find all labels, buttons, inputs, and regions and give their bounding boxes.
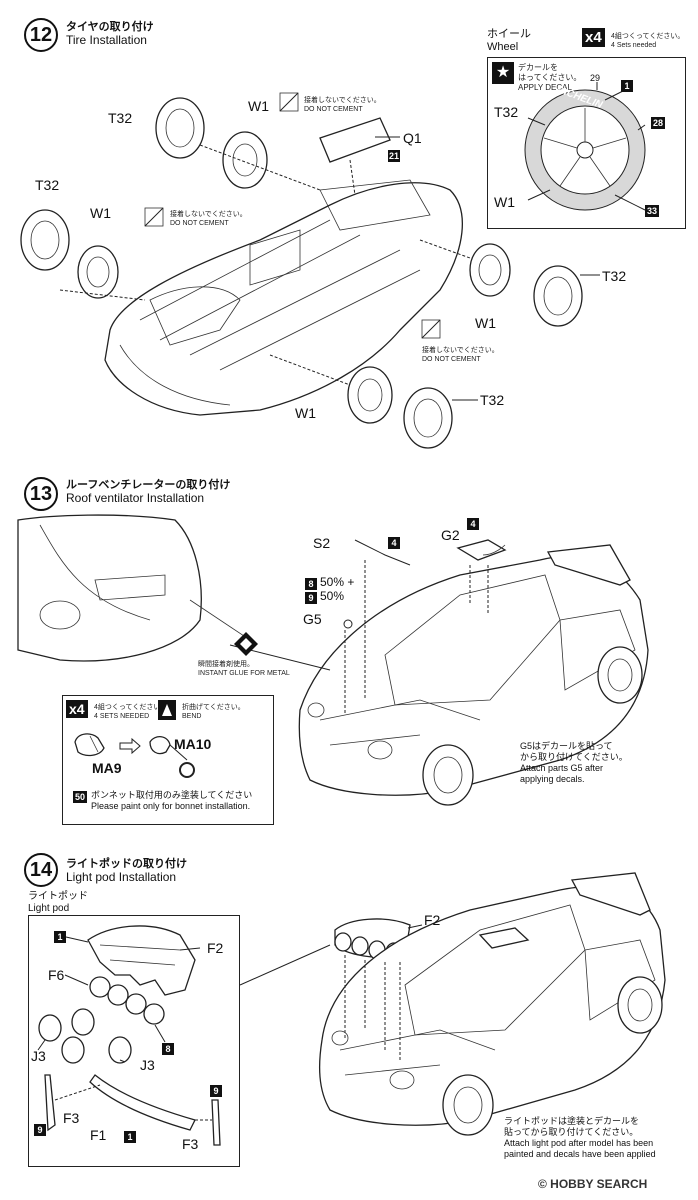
bend-note: 折曲げてください。BEND xyxy=(182,704,245,720)
label-w1-c: W1 xyxy=(475,315,496,331)
pod-label-f3b: F3 xyxy=(182,1136,199,1152)
pod-label-f6: F6 xyxy=(48,967,65,983)
label-ma9: MA9 xyxy=(92,760,122,776)
label-t32-b: T32 xyxy=(35,177,60,193)
wheel-label-1: 1 xyxy=(621,80,633,92)
wheel-label-28: 28 xyxy=(651,117,665,129)
step-12-title-en: Tire Installation xyxy=(66,33,147,47)
label-q1: Q1 xyxy=(403,130,422,146)
wheel-label-w1: W1 xyxy=(494,194,515,210)
wheel-label-t32: T32 xyxy=(494,104,519,120)
label-s2: S2 xyxy=(313,535,331,551)
hobby-search-watermark: © HOBBY SEARCH xyxy=(538,1177,648,1191)
label-ma10: MA10 xyxy=(174,736,212,752)
label-8-percent: 50% + xyxy=(320,575,355,589)
label-g5: G5 xyxy=(303,611,322,627)
step-12-number: 12 xyxy=(24,18,58,52)
pod-label-1b: 1 xyxy=(124,1131,136,1143)
label-g2: G2 xyxy=(441,527,460,543)
label-t32-d: T32 xyxy=(480,392,505,408)
label-4b: 4 xyxy=(467,518,479,530)
clip-qty-badge: x4 xyxy=(66,700,88,718)
step-12-title-jp: タイヤの取り付け xyxy=(66,21,154,33)
step-14-title-jp: ライトポッドの取り付け xyxy=(66,858,187,870)
wheel-qty-badge: x4 xyxy=(582,28,605,47)
label-w1-b: W1 xyxy=(90,205,111,221)
no-cement-note-2: 接着しないでください。DO NOT CEMENT xyxy=(170,211,247,227)
label-w1-a: W1 xyxy=(248,98,269,114)
label-t32-a: T32 xyxy=(108,110,133,126)
no-cement-note-1: 接着しないでください。DO NOT CEMENT xyxy=(304,97,381,113)
wheel-label-29: 29 xyxy=(590,73,601,83)
pod-label-9b: 9 xyxy=(210,1085,222,1097)
star-icon: ★ xyxy=(492,62,514,84)
label-21: 21 xyxy=(388,150,400,162)
part-q1 xyxy=(319,117,391,163)
step-13-title-jp: ルーフベンチレーターの取り付け xyxy=(66,479,231,491)
step-14-number: 14 xyxy=(24,853,58,887)
label-w1-d: W1 xyxy=(295,405,316,421)
pod-label-f3a: F3 xyxy=(63,1110,80,1126)
label-t32-c: T32 xyxy=(602,268,627,284)
step-14-title-en: Light pod Installation xyxy=(66,870,177,884)
label-9-percent: 50% xyxy=(320,589,345,603)
clip-qty-note: 4組つくってください。4 SETS NEEDED xyxy=(94,704,168,720)
pod-label-1a: 1 xyxy=(54,931,66,943)
label-4a: 4 xyxy=(388,537,400,549)
label-50: 50 xyxy=(73,791,87,803)
light-pod-note: ライトポッドは塗装とデカールを貼ってから取り付けてください。Attach lig… xyxy=(504,1116,656,1159)
car-label-f2b: F2 xyxy=(424,912,441,928)
pod-label-j3a: J3 xyxy=(31,1048,46,1064)
wheel-qty-note: 4組つくってください。4 Sets needed xyxy=(611,33,685,49)
pod-label-f2a: F2 xyxy=(207,940,224,956)
pod-label-9a: 9 xyxy=(34,1124,46,1136)
step-13-title-en: Roof ventilator Installation xyxy=(66,491,205,505)
pod-label-j3b: J3 xyxy=(140,1057,155,1073)
pod-label-8: 8 xyxy=(162,1043,174,1055)
wheel-label-33: 33 xyxy=(645,205,659,217)
pod-label-f1: F1 xyxy=(90,1127,107,1143)
g5-note: G5はデカールを貼ってから取り付けてください。Attach parts G5 a… xyxy=(520,741,628,784)
label-8: 8 xyxy=(305,578,317,590)
step-13-number: 13 xyxy=(24,477,58,511)
apply-decal-note: デカールをはってください。APPLY DECAL xyxy=(518,63,582,92)
label-9: 9 xyxy=(305,592,317,604)
no-cement-note-3: 接着しないでください。DO NOT CEMENT xyxy=(422,347,499,363)
glue-note: 瞬間接着剤使用。INSTANT GLUE FOR METAL xyxy=(198,661,290,677)
